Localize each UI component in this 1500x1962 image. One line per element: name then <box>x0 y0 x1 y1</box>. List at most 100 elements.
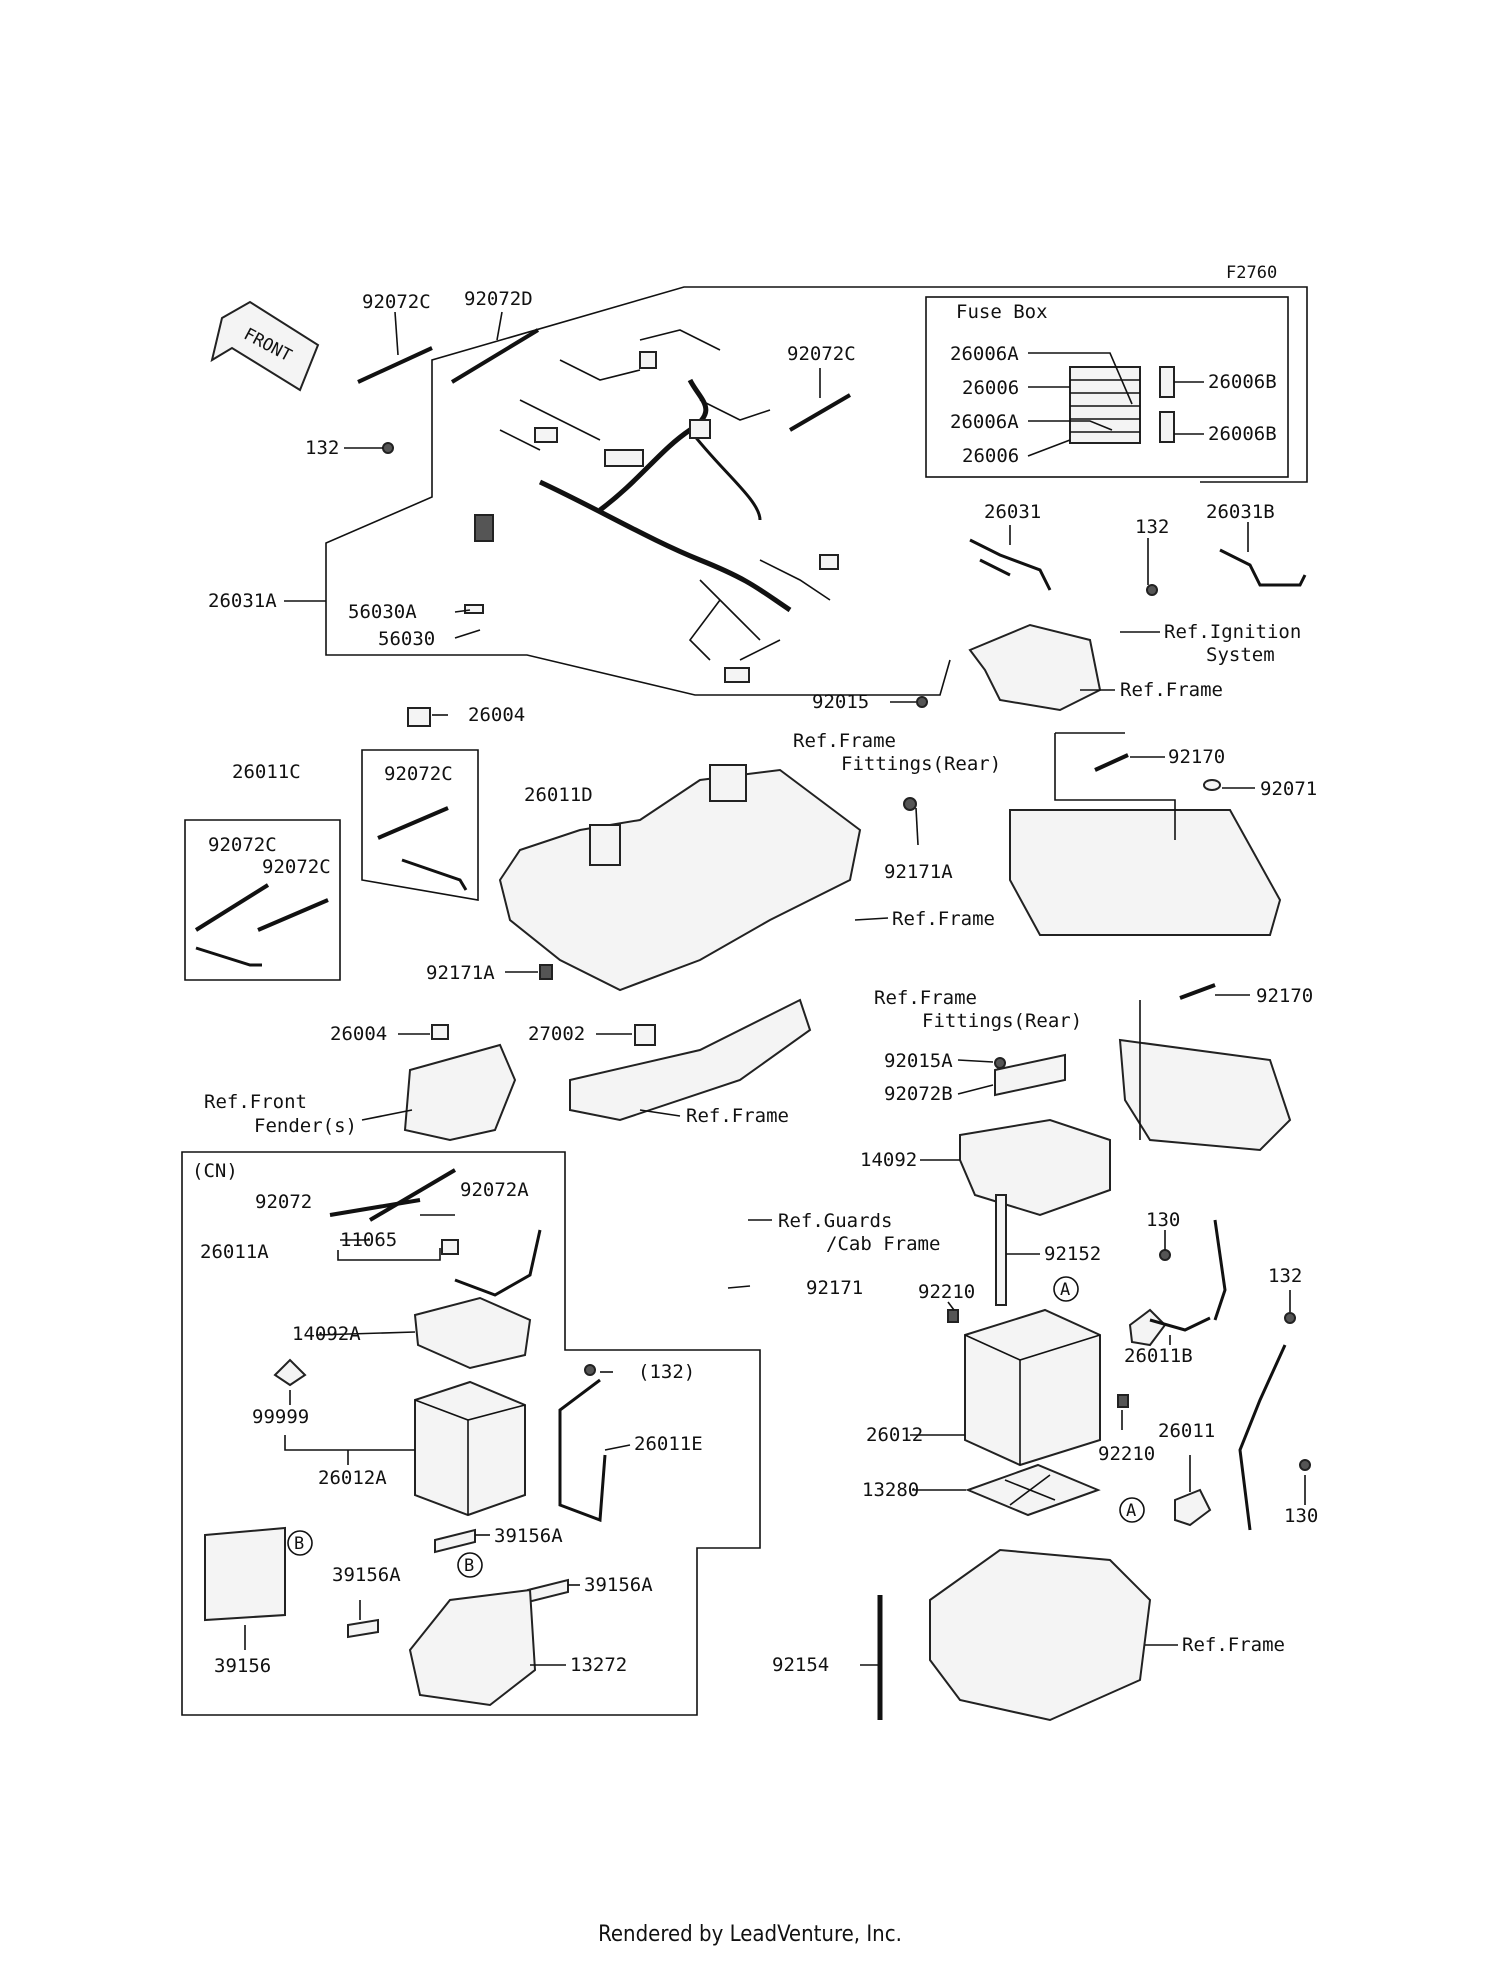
diagram-id: F2760 <box>1226 263 1277 283</box>
label-92152: 92152 <box>1044 1243 1101 1265</box>
label-26004-a: 26004 <box>468 704 525 726</box>
label-92170-a: 92170 <box>1168 746 1225 768</box>
label-26004-b: 26004 <box>330 1023 387 1045</box>
callout-a-2-label: A <box>1126 1501 1136 1521</box>
label-26011d: 26011D <box>524 784 593 806</box>
front-arrow-icon: FRONT <box>210 300 320 392</box>
label-ref-frame-c: Ref.Frame <box>686 1105 789 1127</box>
battery-tray-13272 <box>408 1588 537 1707</box>
strap-92170-b <box>1179 983 1216 1000</box>
label-99999: 99999 <box>252 1406 309 1428</box>
label-39156a-b: 39156A <box>584 1574 653 1596</box>
frame-rail-middle <box>569 998 812 1122</box>
cable-26011d <box>401 858 468 891</box>
bolt-132-d <box>584 1364 596 1376</box>
label-99999 <box>273 1358 307 1387</box>
nut-92015 <box>916 696 928 708</box>
nut-92015a <box>994 1057 1006 1069</box>
label-92072d: 92072D <box>464 288 533 310</box>
clamp-56030a <box>464 604 484 614</box>
pad-39156a-c <box>347 1618 379 1639</box>
cable-tie-92072c-b <box>788 393 852 432</box>
fuse-box <box>1069 366 1175 444</box>
label-26031: 26031 <box>984 501 1041 523</box>
connector-26004-a <box>407 707 431 727</box>
nut-92210-b <box>1117 1394 1129 1408</box>
frame-plate-rear-lower <box>1118 1038 1292 1152</box>
lower-frame <box>929 1548 1152 1722</box>
fuse-box-title: Fuse Box <box>956 301 1048 323</box>
harness-group-outline <box>325 405 951 696</box>
label-ref-ignition-system: System <box>1206 644 1275 666</box>
label-92071: 92071 <box>1260 778 1317 800</box>
battery-tray-13280 <box>965 1463 1101 1517</box>
connector-26004-b <box>431 1024 449 1040</box>
label-11065: 11065 <box>340 1229 397 1251</box>
leader-lines <box>244 311 1306 1666</box>
cap-11065 <box>441 1239 459 1255</box>
cable-26011e <box>558 1378 607 1523</box>
label-cn: (CN) <box>192 1160 238 1182</box>
label-92072c-a: 92072C <box>362 291 431 313</box>
fuse-label-26006a-2: 26006A <box>950 411 1019 433</box>
clip-92171a-b <box>539 964 553 980</box>
label-26031b: 26031B <box>1206 501 1275 523</box>
label-ref-frame-fittings-2: Ref.Frame <box>874 987 977 1009</box>
cable-26011b <box>1149 1219 1227 1332</box>
label-92170-b: 92170 <box>1256 985 1313 1007</box>
label-ref-front: Ref.Front <box>204 1091 307 1113</box>
label-ref-ignition: Ref.Ignition <box>1164 621 1301 643</box>
label-26012a: 26012A <box>318 1467 387 1489</box>
label-56030: 56030 <box>378 628 435 650</box>
battery-holder-14092a <box>413 1296 532 1370</box>
label-ref-frame-fittings-1b: Fittings(Rear) <box>841 753 1001 775</box>
label-132-c: 132 <box>1268 1265 1302 1287</box>
label-26011a: 26011A <box>200 1241 269 1263</box>
label-92072c-d: 92072C <box>208 834 277 856</box>
sub-harness-26031b <box>1219 548 1307 587</box>
bolt-132-c <box>1284 1312 1296 1324</box>
callout-b-2-label: B <box>464 1556 474 1576</box>
label-39156a-a: 39156A <box>494 1525 563 1547</box>
label-26011b: 26011B <box>1124 1345 1193 1367</box>
relay-27002 <box>634 1024 656 1046</box>
battery-26012 <box>964 1308 1101 1467</box>
label-ref-frame-a: Ref.Frame <box>1120 679 1223 701</box>
label-26011: 26011 <box>1158 1420 1215 1442</box>
callout-b-1-label: B <box>294 1534 304 1554</box>
front-fender-bracket <box>403 1043 517 1142</box>
label-13272: 13272 <box>570 1654 627 1676</box>
label-130-a: 130 <box>1146 1209 1180 1231</box>
callout-a-1-label: A <box>1060 1280 1070 1300</box>
bolt-130-a <box>1159 1249 1171 1261</box>
callout-a-1 <box>1053 1276 1079 1302</box>
label-92072a: 92072A <box>460 1179 529 1201</box>
cable-26011c <box>195 946 262 967</box>
fuse-label-26006a-1: 26006A <box>950 343 1019 365</box>
label-26011c: 26011C <box>232 761 301 783</box>
plate-39156 <box>204 1526 286 1622</box>
label-92072c-e: 92072C <box>262 856 331 878</box>
nut-92210-a <box>947 1309 959 1323</box>
fuse-label-26006-1: 26006 <box>962 377 1019 399</box>
label-130-b: 130 <box>1284 1505 1318 1527</box>
label-92171a-b: 92171A <box>426 962 495 984</box>
tie-92072c-d <box>377 806 449 840</box>
fuse-label-26006b-2: 26006B <box>1208 423 1277 445</box>
tie-92072c-c <box>194 883 270 932</box>
label-92072b: 92072B <box>884 1083 953 1105</box>
label-ref-guards: Ref.Guards <box>778 1210 892 1232</box>
strap-92072b <box>994 1053 1066 1097</box>
main-wiring-harness <box>474 329 839 683</box>
tie-92072c-e <box>257 898 329 932</box>
label-92171a-a: 92171A <box>884 861 953 883</box>
bolt-132-a <box>382 442 394 454</box>
bolt-132-b <box>1146 584 1158 596</box>
terminal-cover-26011b <box>1128 1308 1167 1347</box>
frame-plate-rear-upper <box>1009 809 1282 936</box>
callout-b-1 <box>287 1530 313 1556</box>
callout-a-2 <box>1119 1497 1145 1523</box>
label-92210-a: 92210 <box>918 1281 975 1303</box>
cable-26011a <box>454 1229 542 1297</box>
label-39156: 39156 <box>214 1655 271 1677</box>
